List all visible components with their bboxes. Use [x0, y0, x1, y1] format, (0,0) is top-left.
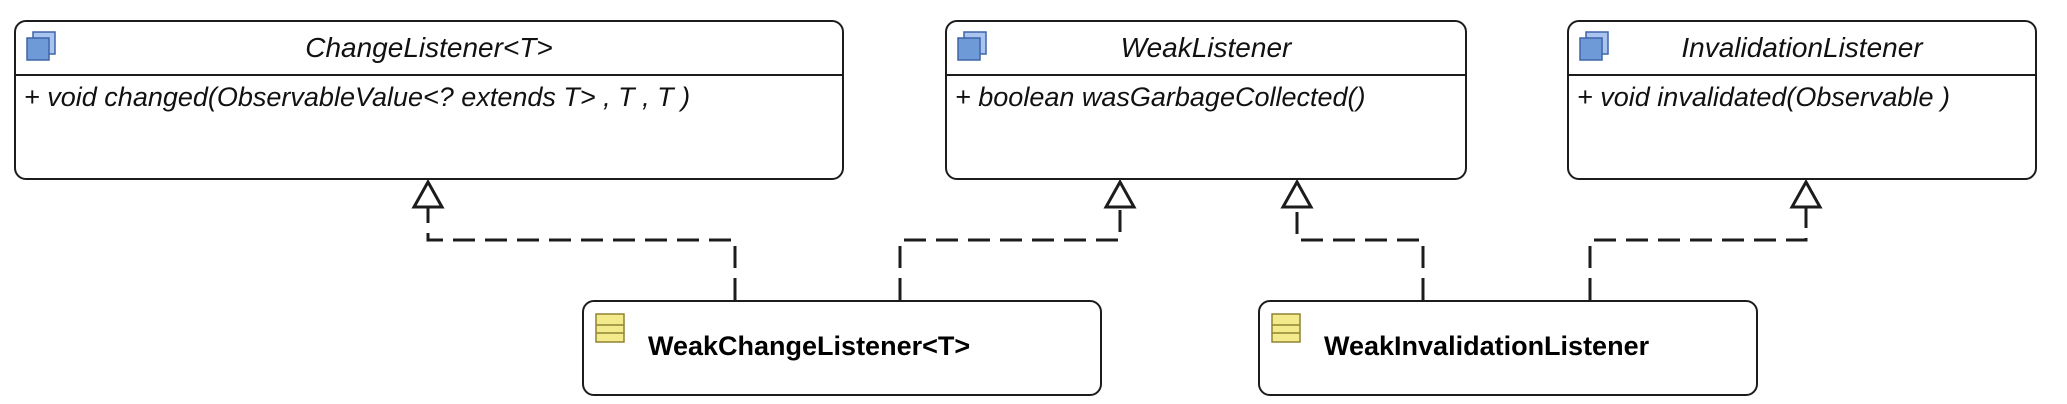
interface-name: WeakListener — [1120, 32, 1292, 63]
interface-operation: + void invalidated(Observable ) — [1577, 82, 1950, 112]
interface-name: ChangeListener<T> — [305, 32, 553, 63]
realization-line-weakinvalidation-to-weaklistener — [1295, 205, 1425, 300]
realization-line-weakchange-to-weaklistener — [898, 205, 1122, 300]
interface-icon — [1579, 31, 1609, 61]
interface-weaklistener[interactable]: WeakListener + boolean wasGarbageCollect… — [945, 20, 1467, 180]
class-icon — [595, 313, 625, 343]
realization-arrowhead-weaklistener-right — [1280, 178, 1314, 209]
class-weakinvalidationlistener[interactable]: WeakInvalidationListener — [1258, 300, 1758, 396]
interface-name: InvalidationListener — [1681, 32, 1923, 63]
realization-arrowhead-changelistener — [411, 178, 445, 209]
interface-invalidationlistener[interactable]: InvalidationListener + void invalidated(… — [1567, 20, 2037, 180]
class-icon — [1271, 313, 1301, 343]
realization-arrowhead-weaklistener-left — [1103, 178, 1137, 209]
interface-icon — [26, 31, 56, 61]
class-name: WeakInvalidationListener — [1324, 331, 1650, 361]
interface-icon — [957, 31, 987, 61]
interface-header: WeakListener — [947, 22, 1465, 76]
interface-header: ChangeListener<T> — [16, 22, 842, 76]
realization-arrowhead-invalidationlistener — [1789, 178, 1823, 209]
realization-line-weakinvalidation-to-invalidationlistener — [1588, 205, 1808, 300]
interface-changelistener[interactable]: ChangeListener<T> + void changed(Observa… — [14, 20, 844, 180]
interface-operation: + boolean wasGarbageCollected() — [955, 82, 1366, 112]
interface-operation: + void changed(ObservableValue<? extends… — [24, 82, 691, 112]
interface-header: InvalidationListener — [1569, 22, 2035, 76]
realization-line-weakchange-to-changelistener — [426, 205, 737, 300]
class-name: WeakChangeListener<T> — [648, 331, 971, 361]
class-weakchangelistener[interactable]: WeakChangeListener<T> — [582, 300, 1102, 396]
